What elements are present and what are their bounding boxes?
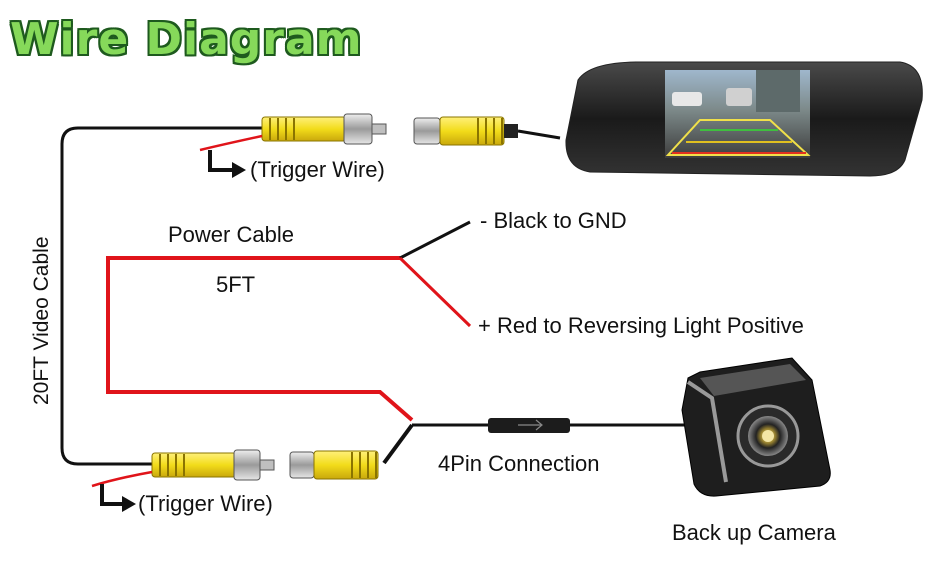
camera-label: Back up Camera: [672, 520, 836, 545]
trigger-arrow-top: [208, 150, 246, 178]
power-cable-label: Power Cable: [168, 222, 294, 247]
rca-jack-camera: [289, 450, 379, 480]
video-cable: [60, 126, 561, 466]
connection-label: 4Pin Connection: [438, 451, 600, 476]
video-cable-label: 20FT Video Cable: [30, 236, 53, 405]
trigger-wire-top: [199, 134, 263, 152]
trigger-arrow-bottom: [100, 484, 136, 512]
black-gnd-wire: [399, 220, 471, 260]
backup-camera: [681, 357, 831, 497]
rca-plug-top: [199, 113, 387, 152]
camera-cable: [382, 418, 690, 465]
power-length-label: 5FT: [216, 272, 256, 297]
red-positive-wire: [398, 256, 472, 328]
power-cable: [106, 220, 472, 422]
rca-plug-bottom: [91, 449, 275, 488]
trigger-wire-bottom-label: (Trigger Wire): [138, 491, 273, 516]
diagram-title: Wire Diagram: [10, 14, 363, 65]
rca-jack-mirror: [413, 116, 518, 146]
trigger-wire-bottom: [91, 470, 153, 488]
black-gnd-label: - Black to GND: [480, 208, 627, 233]
red-positive-label: + Red to Reversing Light Positive: [478, 313, 804, 338]
mirror-monitor: [565, 61, 923, 177]
trigger-wire-top-label: (Trigger Wire): [250, 157, 385, 182]
